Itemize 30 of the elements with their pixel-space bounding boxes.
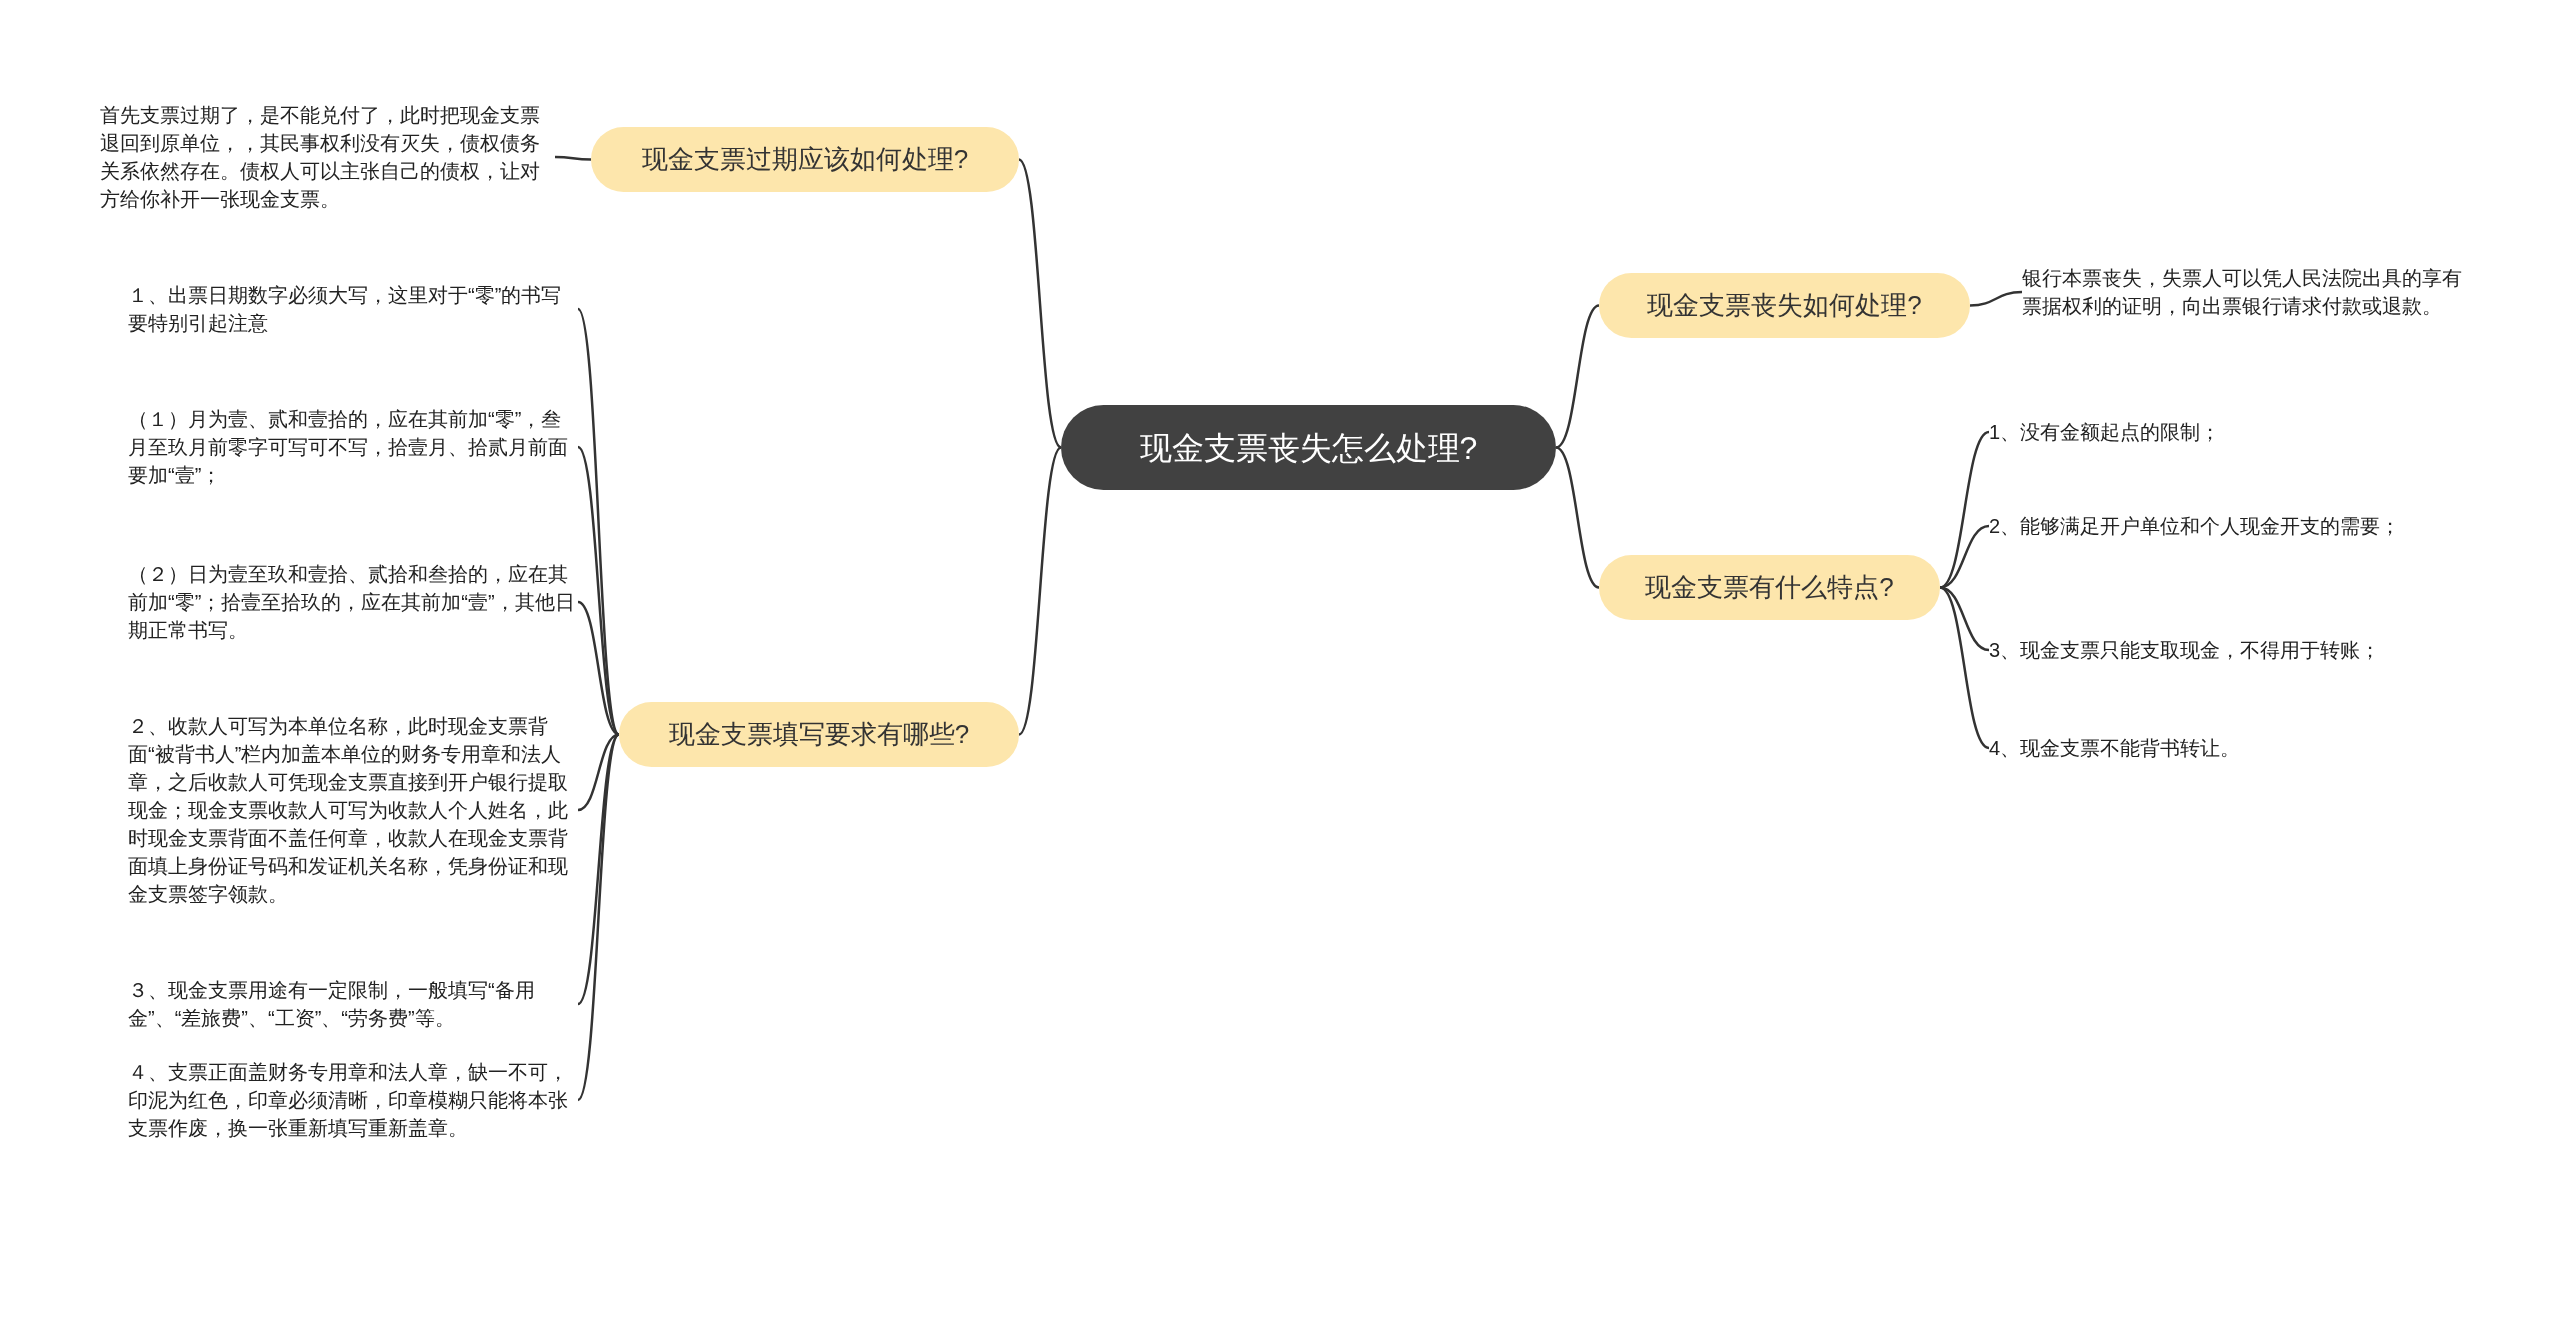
connector-line [555,155,591,161]
note-text: 3、现金支票只能支取现金，不得用于转账； [1989,636,2439,664]
connector-line [576,733,621,1101]
connector-line [1555,446,1600,589]
connector-line [1969,290,2023,307]
connector-line [577,446,620,736]
connector-line [1939,430,1990,589]
note-text: ３、现金支票用途有一定限制，一般填写“备用金”、“差旅费”、“工资”、“劳务费”等。 [128,976,578,1032]
connector-line [1939,586,1990,750]
connector-line [1555,304,1600,449]
connector-line [1939,586,1990,652]
connector-line [1018,158,1062,449]
topic-pill: 现金支票丧失如何处理? [1599,273,1970,338]
connector-line [1939,524,1990,589]
note-text: ４、支票正面盖财务专用章和法人章，缺一不可，印泥为红色，印章必须清晰，印章模糊只能将本张支票作废，换一张重新填写重新盖章。 [128,1058,578,1142]
topic-pill: 现金支票填写要求有哪些? [619,702,1019,767]
central-topic: 现金支票丧失怎么处理? [1061,405,1556,490]
connector-line [577,733,620,1005]
note-text: 4、现金支票不能背书转让。 [1989,734,2439,762]
topic-pill: 现金支票有什么特点? [1599,555,1940,620]
note-text: 1、没有金额起点的限制； [1989,418,2439,446]
note-text: 2、能够满足开户单位和个人现金开支的需要； [1989,512,2439,540]
topic-pill: 现金支票过期应该如何处理? [591,127,1019,192]
note-text: ２、收款人可写为本单位名称，此时现金支票背面“被背书人”栏内加盖本单位的财务专用章和法人章，之后收款人可凭现金支票直接到开户银行提取现金；现金支票收款人可写为收款人个人姓名，此时现金支票背面不盖任何章，收款人在现金支票背面填上身份证号码和发证机关名称，凭身份证和现金支票签字领款。 [128,712,578,908]
note-text: （１）月为壹、贰和壹拾的，应在其前加“零”，叁月至玖月前零字可写可不写，拾壹月、拾贰月前面要加“壹”； [128,405,578,489]
note-text: （２）日为壹至玖和壹拾、贰拾和叁拾的，应在其前加“零”；拾壹至拾玖的，应在其前加“壹”，其他日期正常书写。 [128,560,578,644]
note-text: １、出票日期数字必须大写，这里对于“零”的书写要特别引起注意 [128,281,578,337]
note-text: 银行本票丧失，失票人可以凭人民法院出具的享有票据权利的证明，向出票银行请求付款或退款。 [2022,264,2472,320]
note-text: 首先支票过期了，是不能兑付了，此时把现金支票退回到原单位，，其民事权利没有灭失，债权债务关系依然存在。债权人可以主张自己的债权，让对方给你补开一张现金支票。 [100,101,555,213]
connector-line [1018,446,1062,736]
